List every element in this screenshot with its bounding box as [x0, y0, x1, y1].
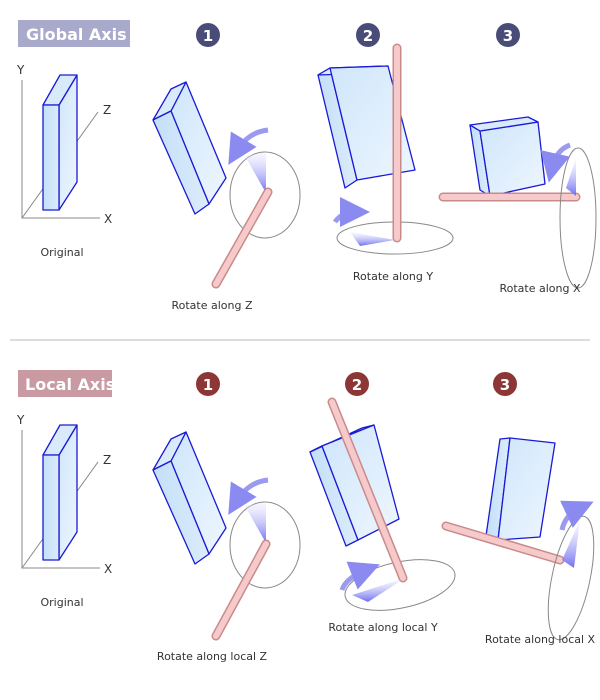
local-badge-1: 1	[196, 372, 220, 396]
x-axis-label: X	[104, 562, 112, 576]
local-badge-2: 2	[345, 372, 369, 396]
local-title: Local Axis	[25, 375, 115, 394]
svg-text:2: 2	[363, 27, 373, 45]
local-section: Local Axis 1 2 3 Y Z X Original Rotate a…	[16, 370, 596, 663]
local-rotate-x-figure: Rotate along local X	[441, 437, 596, 646]
caption-rotate-x: Rotate along X	[499, 282, 580, 295]
global-badge-2: 2	[356, 23, 380, 47]
caption-rotate-local-x: Rotate along local X	[485, 633, 596, 646]
local-title-bg	[18, 370, 112, 397]
caption-rotate-z: Rotate along Z	[171, 299, 252, 312]
x-axis-label: X	[104, 212, 112, 226]
y-axis-label: Y	[16, 413, 25, 427]
local-original-figure: Y Z X Original	[16, 413, 112, 609]
y-axis-label: Y	[16, 63, 25, 77]
global-original-figure: Y Z X Original	[16, 63, 112, 259]
global-badge-3: 3	[496, 23, 520, 47]
caption-rotate-local-y: Rotate along local Y	[328, 621, 438, 634]
global-title-bg	[18, 20, 130, 47]
global-section: Global Axis 1 2 3 Y Z X Original Rotate …	[16, 20, 597, 312]
global-badge-1: 1	[196, 23, 220, 47]
original-label: Original	[40, 596, 83, 609]
global-rotate-x-figure: Rotate along X	[438, 116, 597, 295]
global-rotate-z-figure: Rotate along Z	[152, 81, 301, 312]
z-axis-label: Z	[103, 103, 111, 117]
caption-rotate-y: Rotate along Y	[353, 270, 433, 283]
global-rotate-y-figure: Rotate along Y	[317, 43, 454, 283]
caption-rotate-local-z: Rotate along local Z	[157, 650, 268, 663]
local-badge-3: 3	[493, 372, 517, 396]
svg-text:2: 2	[352, 376, 362, 394]
original-label: Original	[40, 246, 83, 259]
local-rotate-z-figure: Rotate along local Z	[152, 431, 301, 663]
svg-text:1: 1	[203, 27, 213, 45]
svg-text:3: 3	[500, 376, 510, 394]
global-title: Global Axis	[26, 25, 127, 44]
svg-text:1: 1	[203, 376, 213, 394]
local-rotate-y-figure: Rotate along local Y	[309, 397, 456, 634]
svg-text:3: 3	[503, 27, 513, 45]
z-axis-label: Z	[103, 453, 111, 467]
